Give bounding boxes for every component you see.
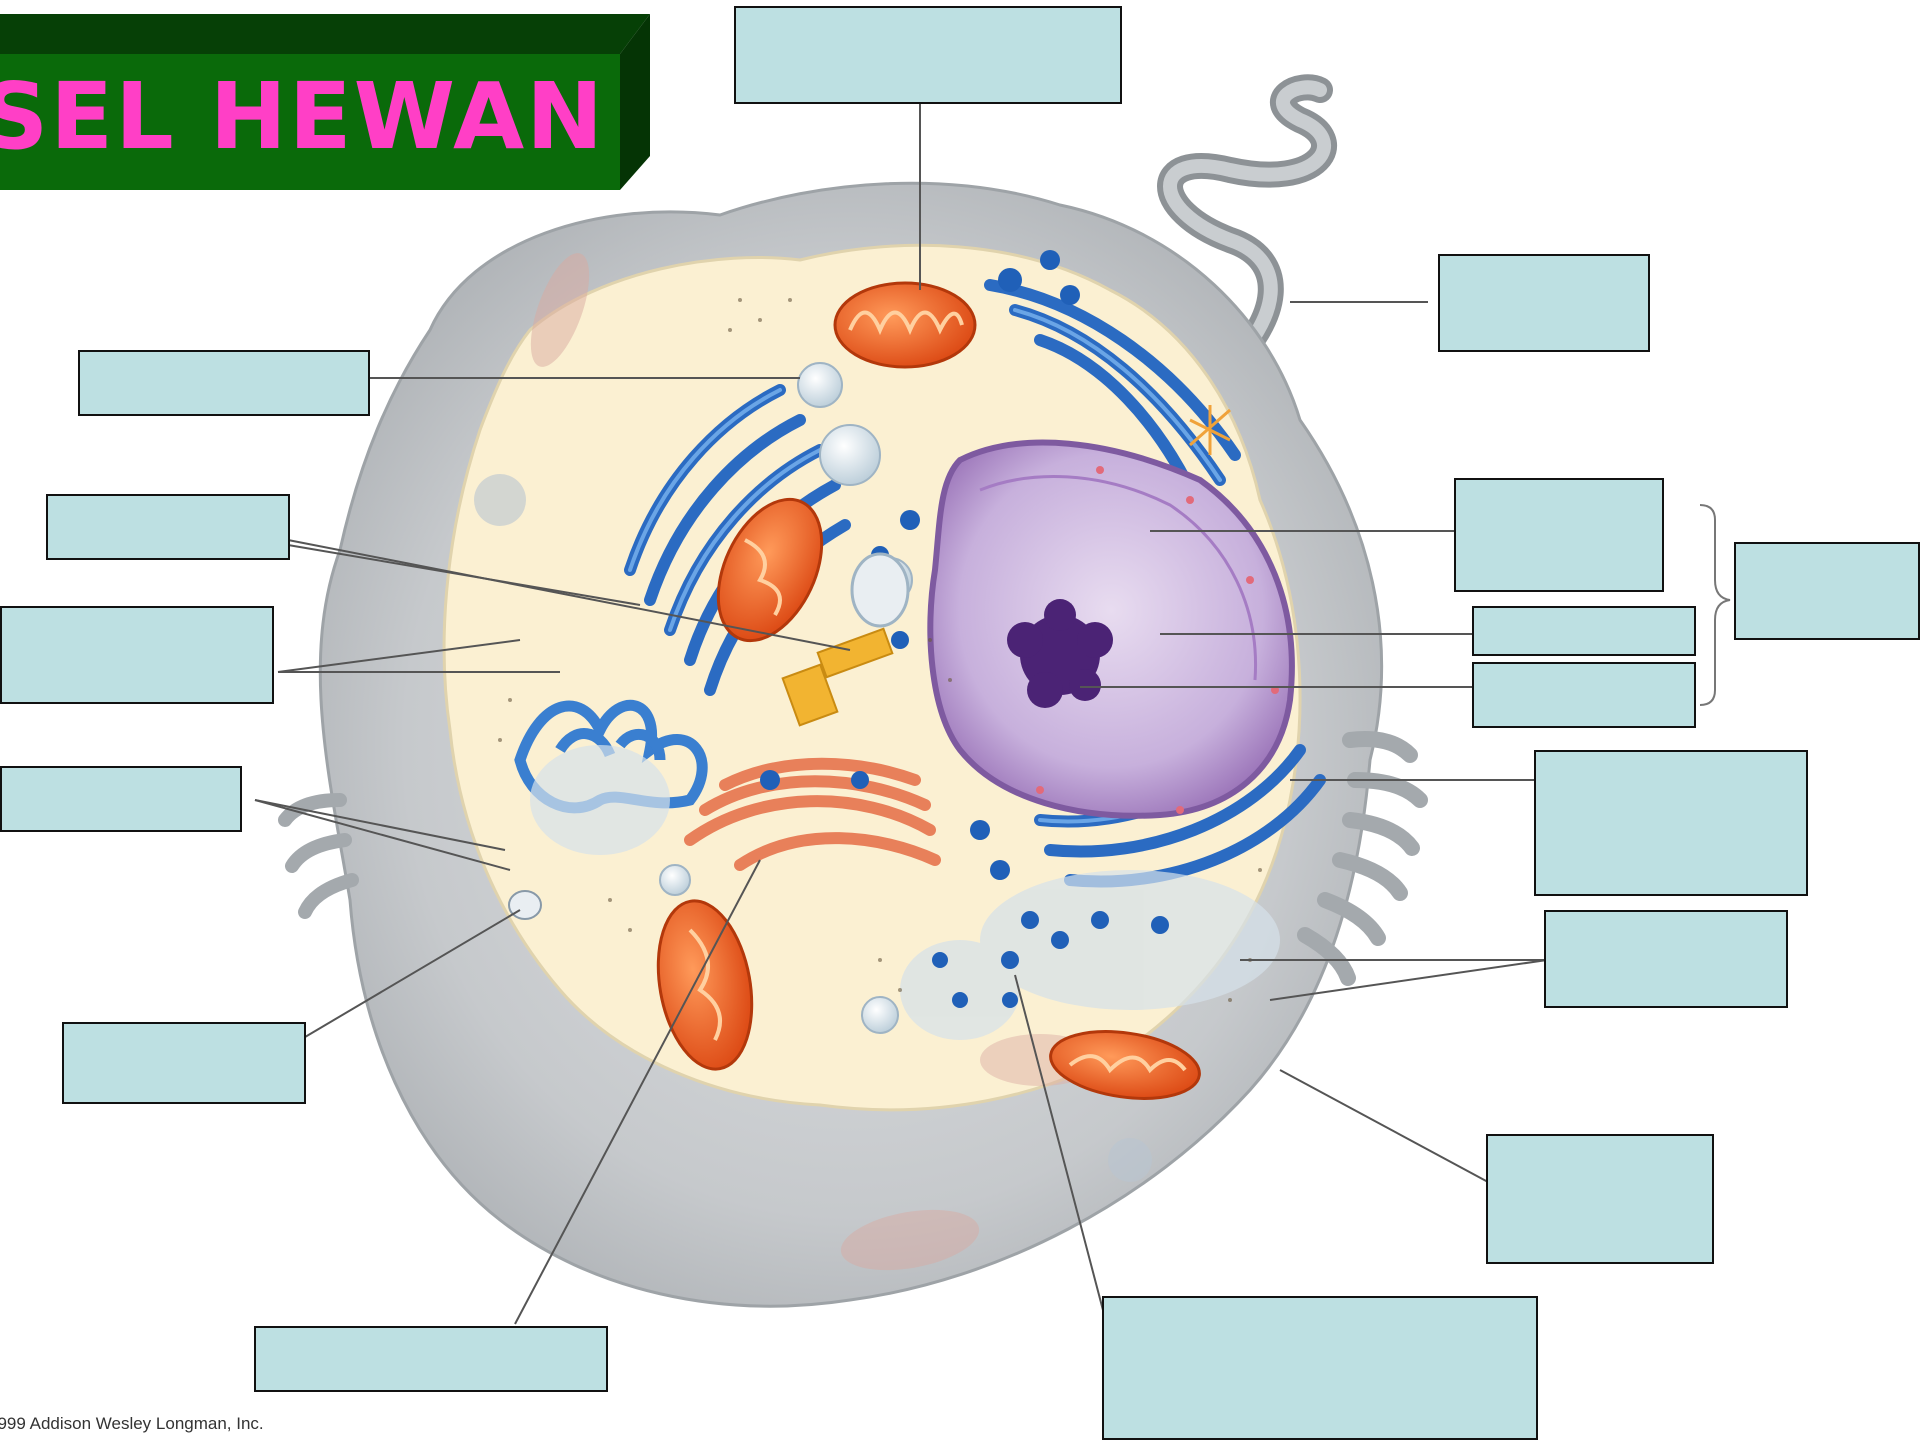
label-box-nucleus[interactable] <box>1734 542 1920 640</box>
page-title: SEL HEWAN <box>0 62 620 172</box>
label-box-flagellum[interactable] <box>1438 254 1650 352</box>
label-box-rough-er[interactable] <box>1534 750 1808 896</box>
label-box-chromatin[interactable] <box>1472 606 1696 656</box>
label-box-microtubule[interactable] <box>0 766 242 832</box>
label-box-plasma-membrane[interactable] <box>1486 1134 1714 1264</box>
label-box-ribosomes[interactable] <box>1102 1296 1538 1440</box>
label-box-golgi[interactable] <box>254 1326 608 1392</box>
label-box-vesicle[interactable] <box>78 350 370 416</box>
label-box-er[interactable] <box>46 494 290 560</box>
copyright-notice: 1999 Addison Wesley Longman, Inc. <box>0 1412 400 1436</box>
label-box-top-mitochondria[interactable] <box>734 6 1122 104</box>
peroxisome <box>852 554 908 626</box>
label-box-smooth-er[interactable] <box>0 606 274 704</box>
label-box-cytoskeleton[interactable] <box>1544 910 1788 1008</box>
label-box-nucleolus[interactable] <box>1472 662 1696 728</box>
nucleus-bracket <box>1700 505 1730 705</box>
label-box-peroxisome[interactable] <box>62 1022 306 1104</box>
label-box-nuclear-envelope[interactable] <box>1454 478 1664 592</box>
